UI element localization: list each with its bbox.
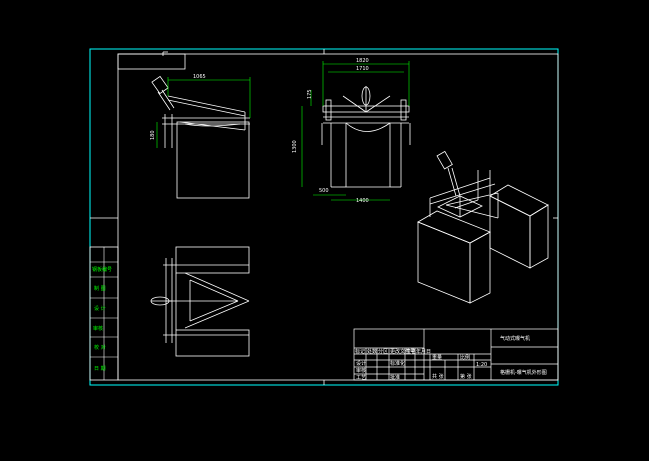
top-view[interactable] — [150, 246, 250, 357]
title-block — [353, 328, 559, 381]
tb-row2-c3: 标准化 — [390, 360, 405, 367]
side-view[interactable] — [151, 75, 250, 199]
tb-sheet-no: 第 张 — [460, 373, 472, 380]
title-company: 气动式曝气机 — [500, 335, 530, 342]
front-view-dims — [301, 61, 410, 201]
dim-front-left-height: 1300 — [292, 140, 298, 153]
title-drawing-name: 格栅机-曝气机外形图 — [500, 369, 547, 376]
inner-frame — [117, 53, 559, 381]
side-label-2: 制 图 — [94, 285, 106, 292]
tb-row4-c3: 批准 — [390, 374, 400, 381]
tb-scale-label: 比例 — [460, 354, 470, 361]
side-label-3: 设 计 — [94, 305, 106, 312]
front-view[interactable] — [321, 86, 411, 188]
isometric-view[interactable] — [417, 150, 549, 304]
dim-side-left: 180 — [150, 130, 156, 140]
side-label-6: 日 期 — [94, 366, 106, 372]
outer-frame — [89, 48, 559, 386]
stamp-box — [117, 53, 186, 70]
tb-row1-c3: 分区 — [378, 348, 388, 355]
tb-weight-label: 重量 — [432, 354, 442, 361]
side-label-1: 钢板编号 — [92, 266, 112, 273]
tb-sheet-label: 共 张 — [432, 373, 444, 380]
tb-scale-value: 1:20 — [476, 362, 487, 368]
tb-row1-c2: 处数 — [367, 348, 377, 355]
dim-front-bottom-left: 500 — [319, 188, 329, 194]
tb-row1-c1: 标记 — [355, 348, 365, 355]
dim-side-top: 1065 — [193, 74, 206, 80]
side-label-4: 审核 — [93, 325, 103, 332]
dim-front-bottom-width: 1400 — [356, 198, 369, 204]
side-view-dims — [156, 77, 251, 148]
tb-row1-c5: 签名 — [406, 348, 416, 355]
tb-row1-c4: 更改文件号 — [390, 348, 415, 355]
tb-row4-c1: 工艺 — [356, 375, 366, 381]
tb-row2-c1: 设计 — [356, 360, 366, 367]
side-label-5: 校 对 — [94, 344, 106, 351]
side-label-strip: 钢板编号 制 图 设 计 审核 校 对 日 期 — [89, 246, 119, 381]
dim-front-top-outer: 1820 — [356, 58, 369, 64]
tb-row3-c1: 审核 — [356, 367, 366, 374]
tb-row1-c6: 年月日 — [416, 348, 431, 355]
dim-front-left-small: 175 — [307, 89, 313, 99]
dim-front-top-inner: 1710 — [356, 66, 369, 72]
